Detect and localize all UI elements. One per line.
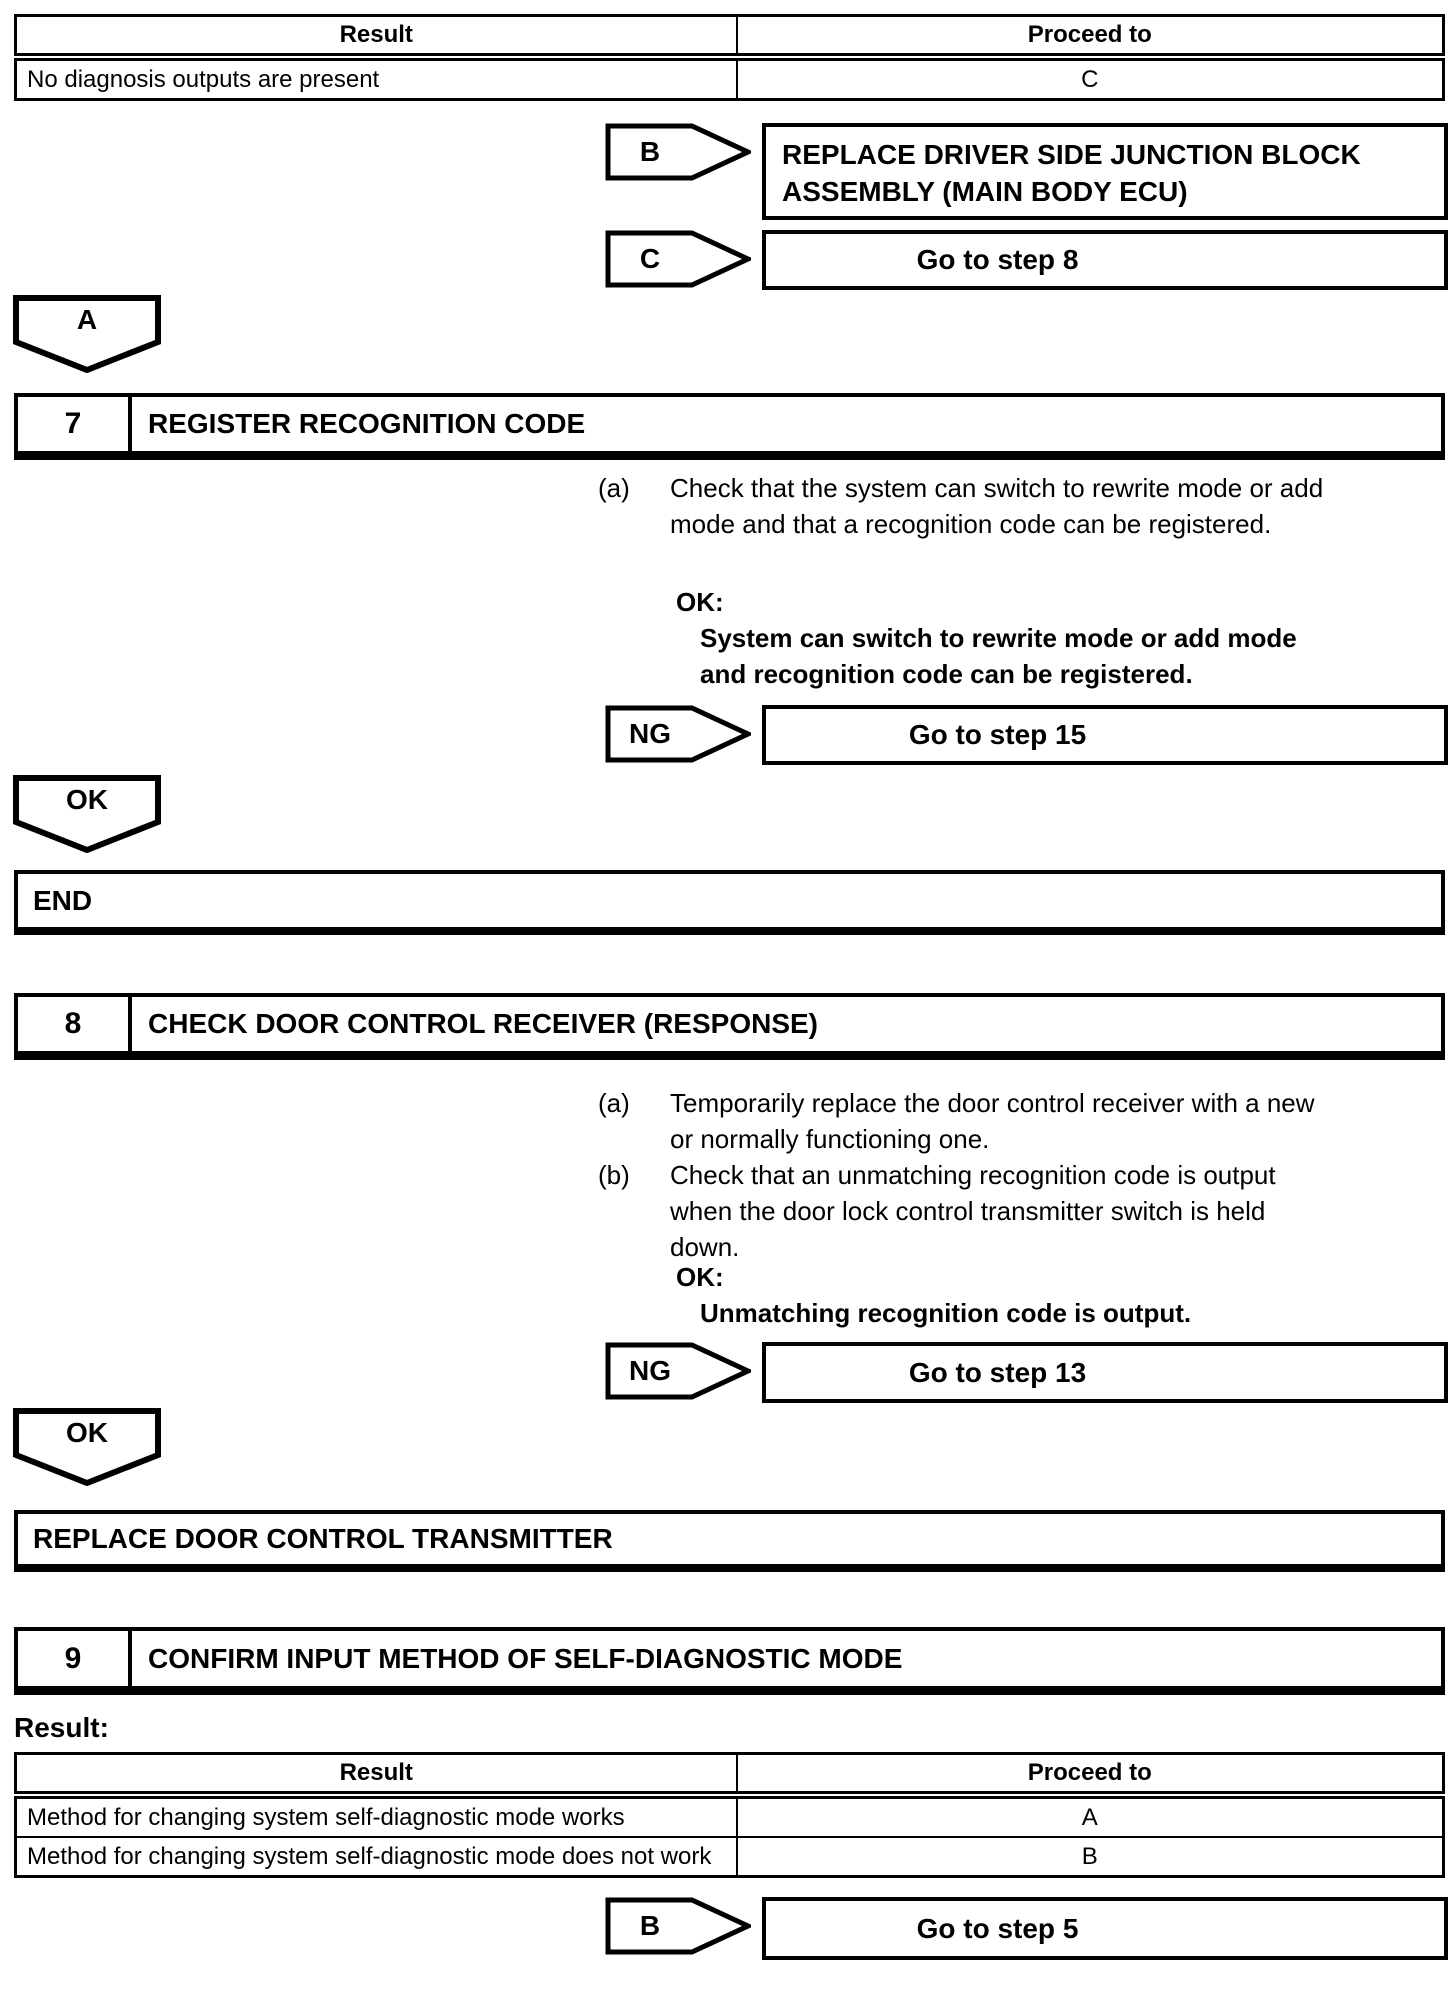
branch-c-top: C Go to step 8 xyxy=(605,230,1448,290)
item-text-line: down. xyxy=(670,1232,740,1262)
column-header-result: Result xyxy=(14,14,738,61)
result-cell: No diagnosis outputs are present xyxy=(14,56,738,101)
proceed-to-cell: A xyxy=(735,1794,1445,1838)
item-text-line: Check that an unmatching recognition cod… xyxy=(670,1160,1276,1190)
branch-b-top: B REPLACE DRIVER SIDE JUNCTION BLOCK ASS… xyxy=(605,123,1448,220)
table-header-row: Result Proceed to xyxy=(14,14,1445,61)
item-text-line: Temporarily replace the door control rec… xyxy=(670,1088,1315,1118)
ok-heading: OK: xyxy=(676,1262,724,1292)
ok-statement-line: System can switch to rewrite mode or add… xyxy=(700,623,1297,653)
table-row: Method for changing system self-diagnost… xyxy=(14,1836,1445,1878)
step-title: CONFIRM INPUT METHOD OF SELF-DIAGNOSTIC … xyxy=(148,1642,903,1674)
step-8-item-a: (a) Temporarily replace the door control… xyxy=(598,1085,1456,1157)
item-text-line: mode and that a recognition code can be … xyxy=(670,509,1272,539)
connector-ok-step8: OK xyxy=(13,1408,161,1486)
connector-ok-step7: OK xyxy=(13,775,161,853)
branch-label: B xyxy=(639,1910,661,1941)
item-text-line: when the door lock control transmitter s… xyxy=(670,1196,1266,1226)
item-label: (a) xyxy=(598,1088,630,1118)
proceed-to-cell: C xyxy=(735,56,1445,101)
action-box: Go to step 13 xyxy=(762,1342,1448,1403)
step-title: CHECK DOOR CONTROL RECEIVER (RESPONSE) xyxy=(148,1008,818,1039)
step-8-item-b: (b) Check that an unmatching recognition… xyxy=(598,1157,1456,1265)
action-box: REPLACE DRIVER SIDE JUNCTION BLOCK ASSEM… xyxy=(762,123,1448,220)
step-title: REGISTER RECOGNITION CODE xyxy=(148,408,586,439)
item-label: (a) xyxy=(598,473,630,503)
down-pentagon-icon xyxy=(13,775,161,853)
action-box: Go to step 5 xyxy=(762,1897,1448,1960)
right-arrow-icon xyxy=(605,123,751,181)
branch-ng-step7: NG Go to step 15 xyxy=(605,705,1448,765)
step-7-item-a: (a) Check that the system can switch to … xyxy=(598,470,1456,542)
column-header-proceed-to: Proceed to xyxy=(735,14,1445,61)
column-header-result: Result xyxy=(14,1752,738,1799)
table-header-row: Result Proceed to xyxy=(14,1752,1445,1799)
right-arrow-icon xyxy=(605,1342,751,1400)
ok-statement-line: Unmatching recognition code is output. xyxy=(700,1298,1192,1328)
step-8-header: 8 CHECK DOOR CONTROL RECEIVER (RESPONSE) xyxy=(14,993,1445,1060)
right-arrow-icon xyxy=(605,705,751,763)
step-9-header: 9 CONFIRM INPUT METHOD OF SELF-DIAGNOSTI… xyxy=(14,1627,1445,1695)
right-arrow-icon xyxy=(605,1897,751,1955)
result-table-top: Result Proceed to No diagnosis outputs a… xyxy=(14,14,1445,101)
step-number: 8 xyxy=(18,997,132,1051)
step-8-ok-criterion: OK: Unmatching recognition code is outpu… xyxy=(676,1259,1456,1331)
table-row: No diagnosis outputs are present C xyxy=(14,56,1445,101)
step-7-ok-criterion: OK: System can switch to rewrite mode or… xyxy=(676,584,1456,692)
table-row: Method for changing system self-diagnost… xyxy=(14,1794,1445,1838)
item-text-line: or normally functioning one. xyxy=(670,1124,990,1154)
step-number: 7 xyxy=(18,397,132,451)
result-label: Result: xyxy=(14,1712,109,1743)
result-table-step9: Result Proceed to Method for changing sy… xyxy=(14,1752,1445,1878)
column-header-proceed-to: Proceed to xyxy=(735,1752,1445,1799)
proceed-to-cell: B xyxy=(735,1836,1445,1878)
right-arrow-icon xyxy=(605,230,751,288)
replace-transmitter-box: REPLACE DOOR CONTROL TRANSMITTER xyxy=(14,1510,1445,1572)
ok-heading: OK: xyxy=(676,587,724,617)
item-label: (b) xyxy=(598,1160,630,1190)
step-number: 9 xyxy=(18,1631,132,1686)
down-pentagon-icon xyxy=(13,295,161,373)
connector-a: A xyxy=(13,295,161,373)
down-pentagon-icon xyxy=(13,1408,161,1486)
branch-label: NG xyxy=(629,718,671,749)
branch-b-step9: B Go to step 5 xyxy=(605,1897,1448,1960)
action-box: Go to step 15 xyxy=(762,705,1448,765)
branch-label: C xyxy=(639,243,661,274)
connector-label: OK xyxy=(66,1417,108,1448)
ok-statement-line: and recognition code can be registered. xyxy=(700,659,1193,689)
end-box: END xyxy=(14,870,1445,935)
action-box: Go to step 8 xyxy=(762,230,1448,290)
branch-label: B xyxy=(639,136,661,167)
connector-label: OK xyxy=(66,784,108,815)
branch-ng-step8: NG Go to step 13 xyxy=(605,1342,1448,1403)
connector-label: A xyxy=(76,304,98,335)
result-cell: Method for changing system self-diagnost… xyxy=(14,1836,738,1878)
item-text-line: Check that the system can switch to rewr… xyxy=(670,473,1324,503)
result-cell: Method for changing system self-diagnost… xyxy=(14,1794,738,1838)
branch-label: NG xyxy=(629,1355,671,1386)
step-7-header: 7 REGISTER RECOGNITION CODE xyxy=(14,393,1445,460)
